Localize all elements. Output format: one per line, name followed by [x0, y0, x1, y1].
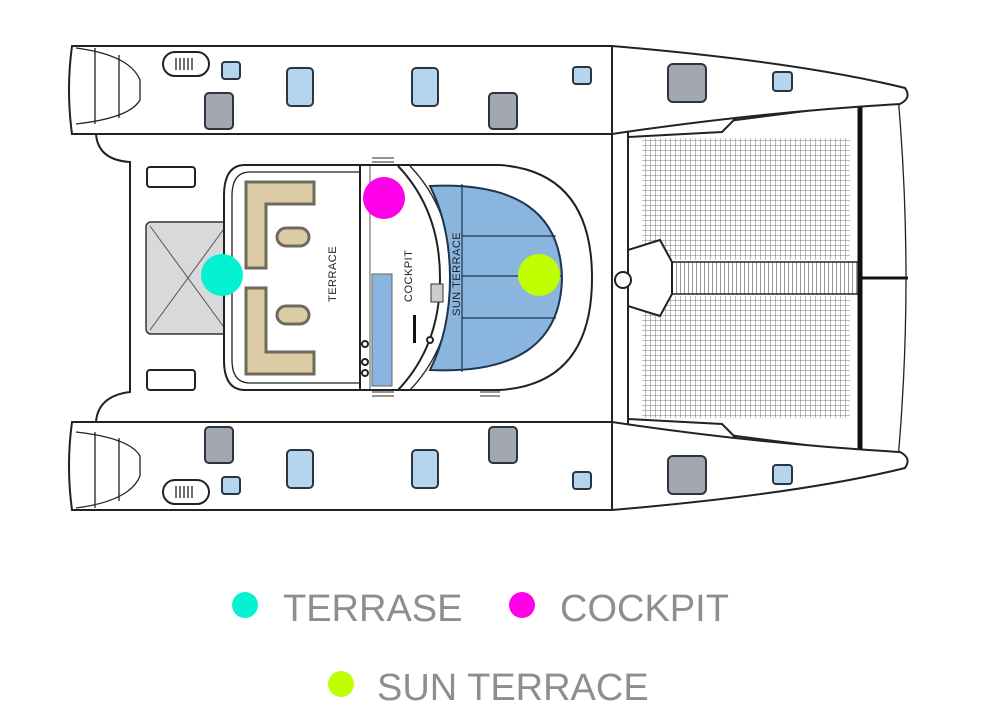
sun-terrace-marker[interactable]	[518, 254, 560, 296]
cockpit-label: COCKPIT	[403, 250, 415, 302]
mast-icon	[614, 271, 632, 289]
trampoline	[614, 95, 908, 461]
legend-dot	[509, 592, 535, 618]
hull-port	[68, 45, 909, 135]
terrace-marker[interactable]	[201, 254, 243, 296]
legend-item-sun-terrace: SUN TERRACE	[328, 667, 649, 709]
legend-label: TERRASE	[283, 588, 462, 630]
legend-item-cockpit: COCKPIT	[509, 588, 729, 630]
swim-platform	[145, 221, 229, 335]
legend-label: COCKPIT	[560, 588, 729, 630]
terrace-label: TERRACE	[327, 246, 339, 302]
legend-dot	[328, 671, 354, 697]
hull-starboard	[68, 421, 909, 511]
cockpit-marker[interactable]	[363, 177, 405, 219]
deckhouse	[223, 157, 594, 397]
legend-dot	[232, 592, 258, 618]
legend-item-terrase: TERRASE	[232, 588, 462, 630]
legend-label: SUN TERRACE	[377, 667, 649, 709]
legend: TERRASE COCKPIT SUN TERRACE	[232, 588, 729, 709]
sun-terrace-label: SUN TERRACE	[451, 232, 463, 316]
